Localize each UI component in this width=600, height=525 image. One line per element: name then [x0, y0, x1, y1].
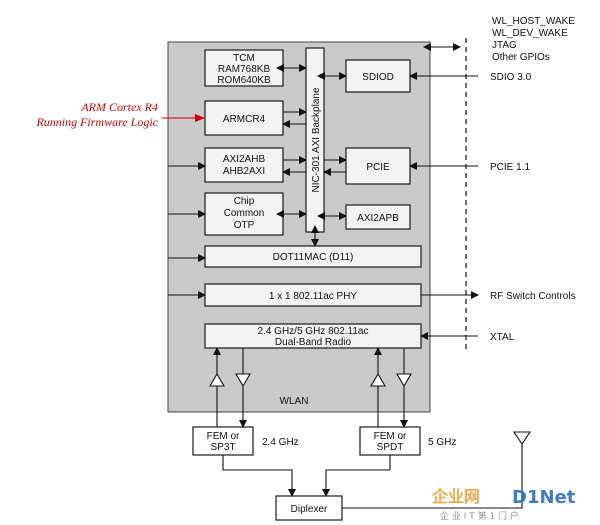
dot11mac-label: DOT11MAC (D11) [273, 252, 354, 263]
sdiod-block: SDIOD [345, 59, 411, 93]
armcr4-block: ARMCR4 [204, 100, 284, 136]
pcie-label-ext: PCIE 1.1 [490, 162, 530, 173]
tcm-line-3: ROM640KB [217, 75, 271, 86]
watermark-brand-en: D1Net [512, 487, 576, 508]
amplifier-triangles [209, 372, 412, 388]
phy-block: 1 x 1 802.11ac PHY [204, 283, 422, 307]
sdiod-label: SDIOD [362, 72, 394, 83]
axi-backplane-block: NIC-301 AXI Backplane [305, 47, 325, 233]
axi2ahb-block: AXI2AHB AHB2AXI [204, 147, 284, 183]
annotation-line-1: ARM Cortex R4 [80, 100, 158, 114]
tcm-line-2: RAM768KB [218, 64, 271, 75]
dot11mac-block: DOT11MAC (D11) [204, 245, 422, 268]
armcr4-label: ARMCR4 [223, 114, 266, 125]
pcie-label: PCIE [366, 162, 390, 173]
sdio-label: SDIO 3.0 [490, 72, 532, 83]
watermark-brand-cn: 企业网 [431, 487, 480, 506]
radio-line-1: 2.4 GHz/5 GHz 802.11ac [258, 326, 369, 337]
fem-spdt-block: FEM or SPDT [359, 426, 421, 456]
axi2ahb-line-1: AXI2AHB [223, 154, 266, 165]
axi2apb-block: AXI2APB [345, 204, 411, 230]
tcm-block: TCM RAM768KB ROM640KB [204, 49, 284, 87]
fem-sp3t-line-1: FEM or [207, 431, 240, 442]
axi-backplane-label: NIC-301 AXI Backplane [311, 87, 322, 192]
diplexer-label: Diplexer [291, 504, 328, 515]
axi2apb-label: AXI2APB [357, 213, 399, 224]
radio-block: 2.4 GHz/5 GHz 802.11ac Dual-Band Radio [204, 323, 422, 349]
gpio-label-other: Other GPIOs [492, 52, 550, 63]
rf-switch-label: RF Switch Controls [490, 291, 576, 302]
connector-lines [168, 43, 523, 509]
freq-label-24ghz: 2.4 GHz [262, 437, 299, 448]
diplexer-block: Diplexer [275, 495, 343, 521]
xtal-label: XTAL [490, 332, 515, 343]
freq-label-5ghz: 5 GHz [428, 437, 456, 448]
gpio-label-dev-wake: WL_DEV_WAKE [492, 28, 568, 39]
pcie-block: PCIE [345, 147, 411, 185]
chip-common-line-3: OTP [234, 220, 255, 231]
wlan-label: WLAN [280, 396, 309, 407]
radio-line-2: Dual-Band Radio [275, 337, 352, 348]
chip-common-line-1: Chip [234, 196, 255, 207]
fem-spdt-line-1: FEM or [374, 431, 407, 442]
phy-label: 1 x 1 802.11ac PHY [269, 291, 358, 302]
fem-sp3t-block: FEM or SP3T [192, 426, 254, 456]
gpio-label-host-wake: WL_HOST_WAKE [492, 16, 575, 27]
tcm-line-1: TCM [233, 53, 255, 64]
watermark-logo: 企业网 D1Net 企 业 I T 第 1 门 户 [431, 487, 576, 522]
fem-spdt-line-2: SPDT [377, 442, 404, 453]
axi2ahb-line-2: AHB2AXI [223, 166, 265, 177]
gpio-label-jtag: JTAG [492, 40, 517, 51]
annotation-line-2: Running Firmware Logic [35, 115, 158, 129]
chip-common-line-2: Common [224, 208, 265, 219]
antenna-icon [512, 431, 532, 445]
watermark-tagline: 企 业 I T 第 1 门 户 [440, 510, 519, 522]
fem-sp3t-line-2: SP3T [210, 442, 235, 453]
chip-common-block: Chip Common OTP [204, 192, 284, 236]
